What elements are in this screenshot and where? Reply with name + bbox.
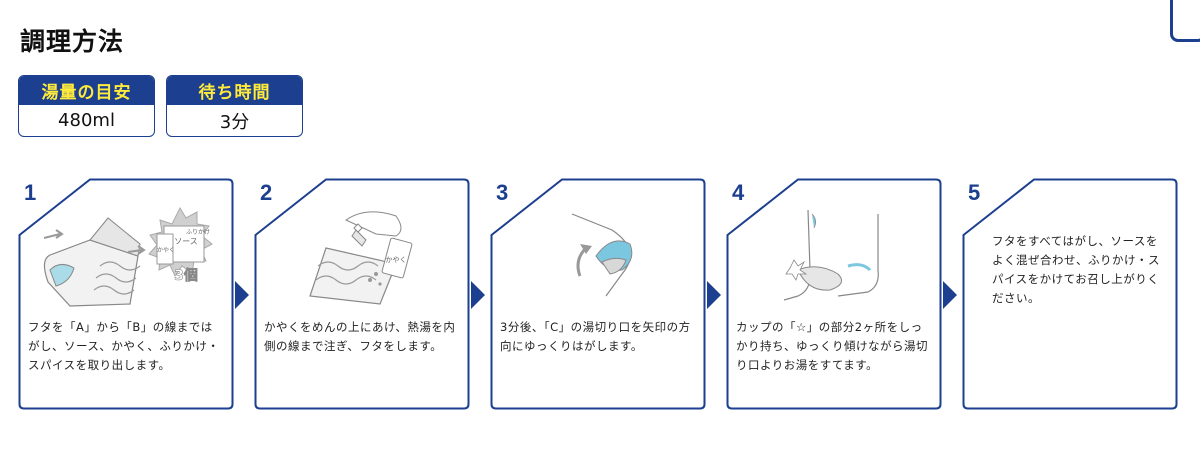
step-description: 3分後、「C」の湯切り口を矢印の方向にゆっくりはがします。 (500, 320, 691, 353)
step-2-card: 2 かやく かやくをめんの上にあけ、熱湯を内側の線まで注ぎ、フタをします。 (254, 178, 470, 410)
corner-frame (1170, 0, 1200, 42)
cup-lid-open-illustration: ソース かやく ふりかけ 3個 (43, 206, 213, 307)
wait-time-label: 待ち時間 (167, 76, 302, 105)
step-3-card: 3 3分後、「C」の湯切り口を矢印の方向にゆっくりはがします。 (490, 178, 706, 410)
packet-label-furikake: ふりかけ (186, 229, 210, 236)
step-number: 2 (260, 180, 273, 205)
step-5-card: 5 フタをすべてはがし、ソースをよく混ぜ合わせ、ふりかけ・スパイスをかけてお召し… (962, 178, 1178, 410)
drain-water-illustration (783, 209, 879, 301)
step-description: かやくをめんの上にあけ、熱湯を内側の線まで注ぎ、フタをします。 (264, 320, 456, 353)
peel-drain-lid-illustration (571, 213, 633, 297)
packet-label-sauce: ソース (174, 237, 198, 246)
water-amount-box: 湯量の目安 480ml (18, 75, 155, 137)
page-title: 調理方法 (20, 27, 125, 56)
pour-kayaku-illustration: かやく (309, 211, 413, 305)
step-card-frame (962, 178, 1178, 410)
wait-time-box: 待ち時間 3分 (166, 75, 303, 137)
step-number: 4 (732, 180, 745, 205)
water-amount-label: 湯量の目安 (19, 76, 154, 105)
step-description: フタを「A」から「B」の線まではがし、ソース、かやく、ふりかけ・スパイスを取り出… (28, 320, 220, 372)
step-1-card: 1 ソース かやく ふりかけ 3個 フタを「A」から「B」の線まではがし、ソース… (18, 178, 234, 410)
step-number: 5 (968, 180, 981, 205)
step-arrow-icon (707, 281, 721, 309)
step-description: カップの「☆」の部分2ヶ所をしっかり持ち、ゆっくり傾けながら湯切り口よりお湯をす… (736, 320, 928, 372)
wait-time-value: 3分 (219, 111, 250, 133)
step-arrow-icon (943, 281, 957, 309)
packet-label-kayaku: かやく (386, 256, 407, 264)
packet-label-kayaku: かやく (157, 246, 175, 254)
step-number: 3 (496, 180, 509, 205)
step-number: 1 (24, 180, 37, 205)
water-amount-value: 480ml (58, 110, 115, 131)
step-4-card: 4 カップの「☆」の部分2ヶ所をしっかり持ち、ゆっくり傾けながら湯切り口よりお湯… (726, 178, 942, 410)
step-arrow-icon (235, 281, 249, 309)
step-description: フタをすべてはがし、ソースをよく混ぜ合わせ、ふりかけ・スパイスをかけてお召し上が… (992, 234, 1160, 305)
step-card-frame (726, 178, 942, 410)
step-arrow-icon (471, 281, 485, 309)
badge-three-count: 3個 (174, 267, 198, 284)
step-card-frame (490, 178, 706, 410)
